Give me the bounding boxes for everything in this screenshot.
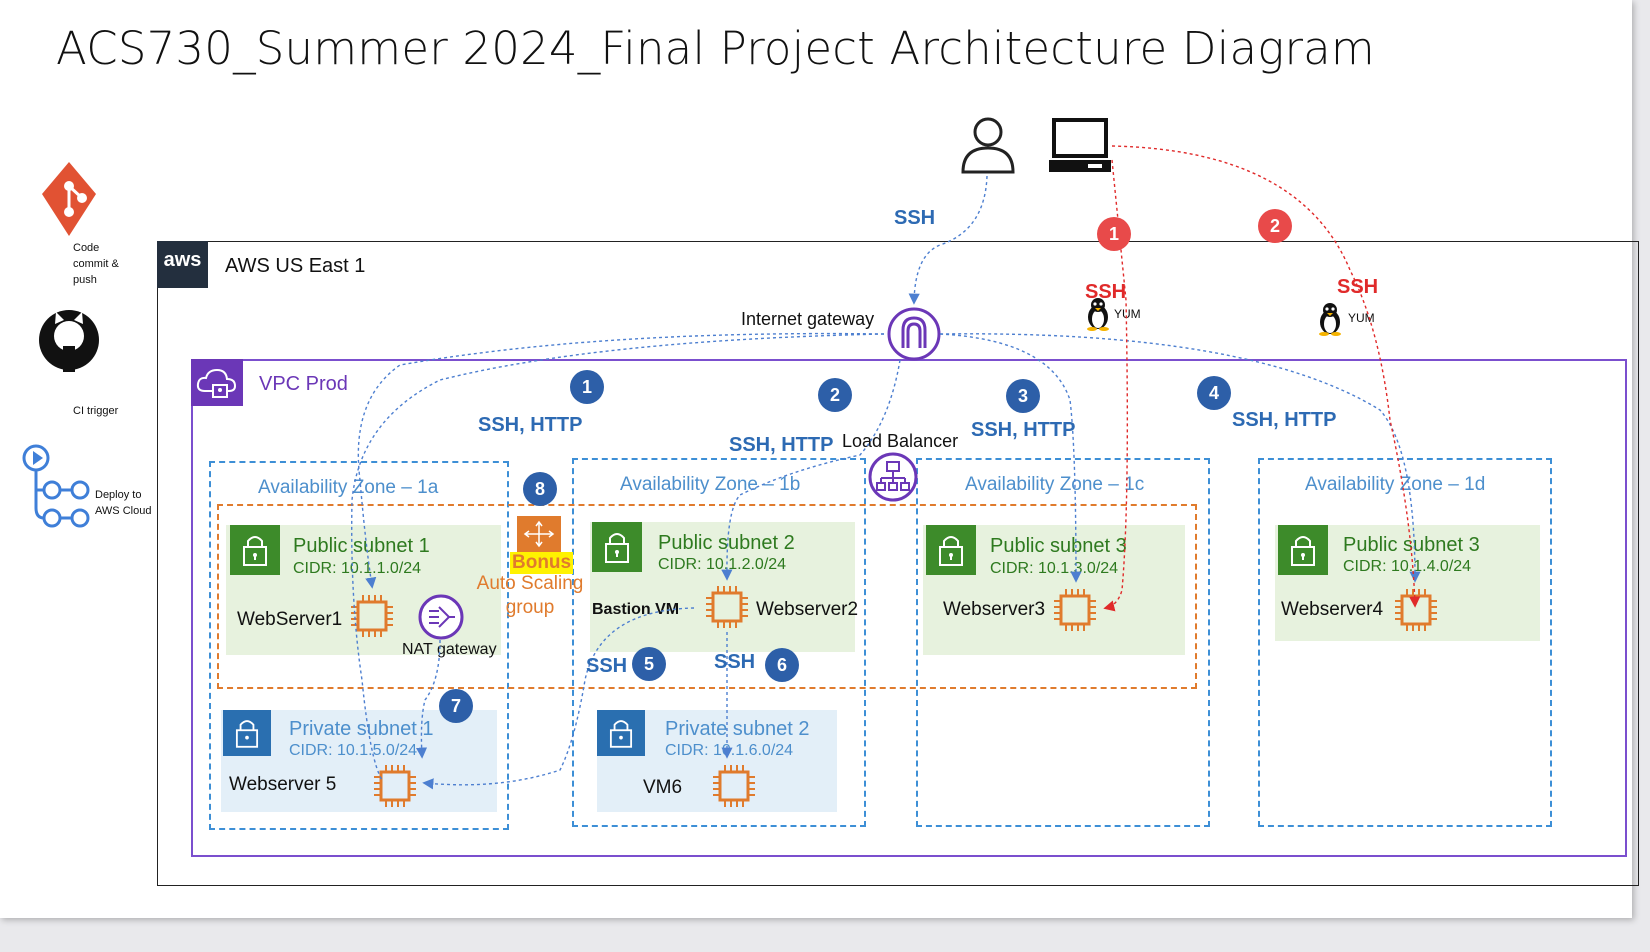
internet-gateway-label: Internet gateway: [741, 309, 875, 329]
vpc-cloud-icon: [191, 359, 243, 406]
step-badge-7: 7: [439, 689, 473, 723]
step-badge-8: 8: [523, 472, 557, 506]
linux-icon: [1319, 303, 1341, 336]
bastion-vm-label: Bastion VM: [592, 601, 680, 618]
ssh-http-label-1: SSH, HTTP: [478, 414, 583, 436]
nat-gateway-label: NAT gateway: [402, 641, 497, 658]
lock-icon: [926, 525, 976, 575]
az-label-1d: Availability Zone – 1d: [1305, 474, 1486, 495]
aws-region-label: AWS US East 1: [225, 255, 366, 277]
step-badge-1: 1: [570, 370, 604, 404]
ssh-http-label-2: SSH, HTTP: [729, 434, 834, 456]
private-subnet-1-cidr: CIDR: 10.1.5.0/24: [289, 742, 418, 759]
public-subnet-3-title: Public subnet 3: [990, 535, 1127, 557]
lock-icon: [1278, 525, 1328, 575]
yum-label: YUM: [1348, 311, 1375, 325]
ssh-label-red-1: SSH: [1085, 281, 1127, 303]
public-subnet-1-title: Public subnet 1: [293, 535, 430, 557]
pipeline-step-deploy: Deploy to AWS Cloud: [95, 489, 152, 517]
webserver5-label: Webserver 5: [229, 774, 337, 795]
yum-label: YUM: [1114, 307, 1141, 321]
ec2-instance-icon: [351, 595, 393, 637]
ssh-http-label-3: SSH, HTTP: [971, 419, 1076, 441]
availability-zone-1b: [572, 458, 866, 827]
step-badge-6: 6: [765, 648, 799, 682]
ec2-instance-icon: [374, 765, 416, 807]
step-badge-4: 4: [1197, 376, 1231, 410]
step-badge-3: 3: [1006, 379, 1040, 413]
az-label-1a: Availability Zone – 1a: [258, 477, 439, 498]
public-subnet-2-cidr: CIDR: 10.1.2.0/24: [658, 556, 787, 573]
public-subnet-4-title: Public subnet 3: [1343, 534, 1480, 556]
user-icon: [961, 117, 1015, 174]
az-label-1c: Availability Zone – 1c: [965, 474, 1145, 495]
public-subnet-2-title: Public subnet 2: [658, 532, 795, 554]
pipeline-step-commit: Code commit & push: [73, 242, 119, 286]
ssh-label-5: SSH: [586, 655, 628, 677]
webserver2-label: Webserver2: [756, 599, 859, 620]
step-badge-red-1: 1: [1097, 217, 1131, 251]
ssh-label-6: SSH: [714, 651, 756, 673]
nat-gateway-icon: [418, 594, 464, 640]
public-subnet-1-cidr: CIDR: 10.1.1.0/24: [293, 560, 422, 577]
slide: ACS730_Summer 2024_Final Project Archite…: [0, 0, 1639, 918]
auto-scaling-group-box: [217, 504, 1197, 689]
aws-logo: aws: [157, 241, 208, 288]
ec2-instance-icon: [713, 765, 755, 807]
step-badge-5: 5: [632, 647, 666, 681]
load-balancer-icon: [868, 452, 918, 502]
ssh-label-user: SSH: [894, 207, 936, 229]
az-label-1b: Availability Zone – 1b: [620, 474, 801, 495]
lock-icon: [592, 522, 642, 572]
availability-zone-1c: [916, 458, 1210, 827]
ec2-instance-icon: [1395, 589, 1437, 631]
github-icon: [39, 310, 99, 372]
webserver3-label: Webserver3: [943, 599, 1046, 620]
lock-icon: [597, 710, 645, 756]
lock-icon: [223, 710, 271, 756]
webserver4-label: Webserver4: [1281, 599, 1384, 620]
step-badge-red-2: 2: [1258, 209, 1292, 243]
public-subnet-4-cidr: CIDR: 10.1.4.0/24: [1343, 558, 1472, 575]
linux-icon: [1087, 298, 1109, 331]
private-subnet-1-title: Private subnet 1: [289, 718, 434, 740]
ssh-label-red-2: SSH: [1337, 276, 1379, 298]
availability-zone-1d: [1258, 458, 1552, 827]
github-actions-icon: [22, 444, 90, 528]
vpc-label: VPC Prod: [259, 373, 348, 395]
auto-scaling-group-label: Auto Scaling group: [476, 573, 584, 618]
internet-gateway-icon: [887, 307, 941, 361]
laptop-icon: [1049, 118, 1111, 172]
lock-icon: [230, 525, 280, 575]
webserver1-label: WebServer1: [237, 609, 343, 630]
ec2-instance-icon: [706, 586, 748, 628]
pipeline-step-ci: CI trigger: [73, 405, 119, 417]
bonus-label: Bonus: [510, 552, 574, 574]
private-subnet-2-title: Private subnet 2: [665, 718, 810, 740]
ssh-http-label-4: SSH, HTTP: [1232, 409, 1337, 431]
auto-scaling-icon: [517, 516, 561, 552]
vm6-label: VM6: [643, 777, 683, 798]
page-title: ACS730_Summer 2024_Final Project Archite…: [56, 22, 1375, 75]
load-balancer-label: Load Balancer: [842, 431, 959, 451]
git-icon: [42, 162, 96, 236]
step-badge-2: 2: [818, 378, 852, 412]
aws-region-box: [157, 241, 1639, 886]
ec2-instance-icon: [1054, 589, 1096, 631]
public-subnet-3-cidr: CIDR: 10.1.3.0/24: [990, 560, 1119, 577]
